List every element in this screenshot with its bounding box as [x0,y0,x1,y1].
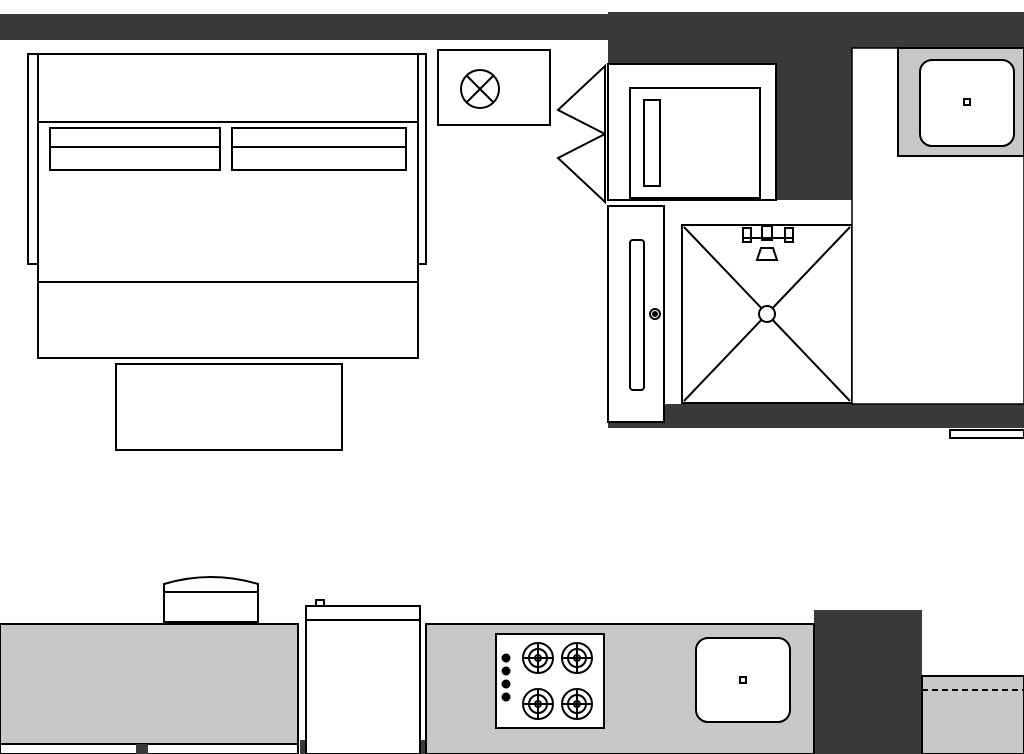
wardrobe-handle [629,239,645,391]
wardrobe [607,205,665,423]
kitchen-sink-drain [739,676,747,684]
wall-top-left [0,14,610,40]
fridge-handle [315,599,325,607]
closet-unit [607,63,777,201]
bifold-door-lower-leaf [556,132,606,205]
drain-icon [758,305,776,323]
shower-valve-right [784,227,794,243]
door-threshold [949,429,1024,439]
bathroom-sink-drain [963,98,971,106]
cooktop [495,633,605,729]
fridge-top [305,605,421,621]
stool [163,576,259,623]
counter-leg [136,744,148,754]
closet-rail [643,99,661,187]
pillow-left [49,127,221,171]
burner-icon [522,642,554,674]
shower [681,224,853,404]
circle-x-icon [460,69,500,109]
rug [115,363,343,451]
bifold-door-upper-leaf [556,63,606,136]
bed-blanket-fold [37,281,419,359]
burner-icon [561,642,593,674]
counter-edge-strip [0,743,299,754]
counter-far-right [921,675,1024,754]
counter-left [0,623,299,754]
bed [27,53,427,359]
wall-bottom-pillar [814,610,922,754]
bifold-door [556,63,606,205]
pillow-right [231,127,407,171]
fridge-body [305,619,421,754]
shower-valve-left [742,227,752,243]
shower-valve-center [761,225,773,241]
burner-icon [522,688,554,720]
fridge [305,599,421,754]
cooktop-knobs [501,653,511,702]
burner-icon [561,688,593,720]
shower-spout [755,247,779,261]
stool-seat [163,576,259,623]
